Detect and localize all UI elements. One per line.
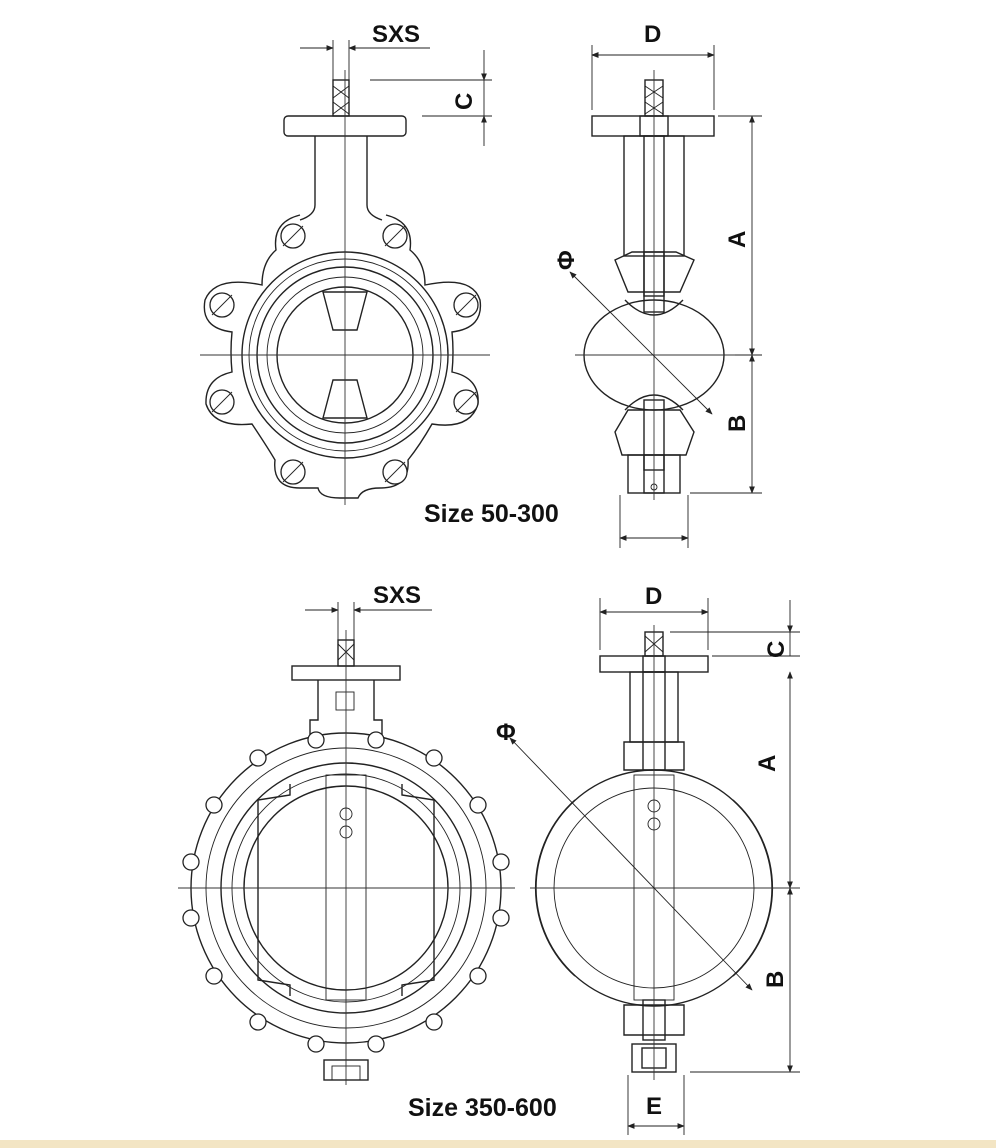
c-label-2: C [763,641,790,658]
b-label-2: B [762,971,789,988]
a-label: A [724,231,751,248]
caption-size-350-600: Size 350-600 [408,1094,557,1122]
caption-size-50-300: Size 50-300 [424,500,559,528]
e-label: E [646,1093,662,1120]
phi-label: Φ [553,250,580,270]
bottom-front-view: SXS [178,582,515,1085]
c-label: C [451,93,478,110]
a-label-2: A [754,755,781,772]
footer-band [0,1140,996,1148]
d-label: D [644,21,661,48]
d-label-2: D [645,583,662,610]
top-side-view: D A B Φ [553,21,762,548]
top-front-view: SXS C [200,21,492,505]
bolt-holes-top [209,223,479,485]
bolt-holes-bottom [182,731,510,1053]
bottom-side-view: D C A B Φ E [496,583,800,1135]
phi-label-2: Φ [496,719,516,746]
b-label: B [724,415,751,432]
sxs-label-2: SXS [373,582,421,609]
sxs-label: SXS [372,21,420,48]
